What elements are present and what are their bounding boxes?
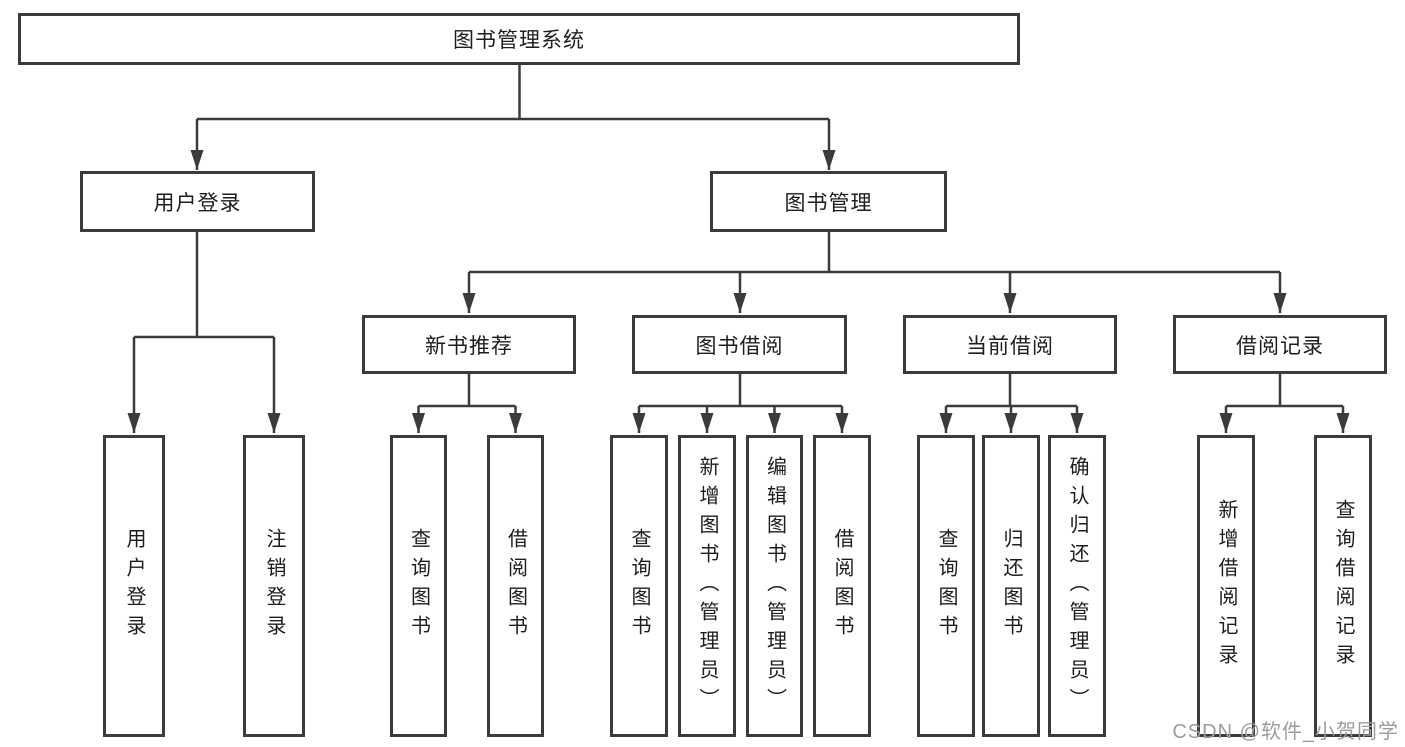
leaf-logout-label: 注销登录	[263, 528, 285, 644]
leaf-borrow-books: 借阅图书	[813, 435, 871, 737]
leaf-query-books-borrow: 查询图书	[610, 435, 668, 737]
leaf-edit-book-admin: 编辑图书（管理员）	[746, 435, 803, 737]
leaf-edit-book-admin-label: 编辑图书（管理员）	[763, 455, 786, 717]
leaf-confirm-return-admin: 确认归还（管理员）	[1048, 435, 1106, 737]
node-new-book-recommendation: 新书推荐	[362, 315, 576, 374]
leaf-query-books-borrow-label: 查询图书	[628, 528, 650, 644]
leaf-add-borrow-record: 新增借阅记录	[1197, 435, 1255, 737]
leaf-query-books-recommend: 查询图书	[390, 435, 447, 737]
leaf-query-books-current: 查询图书	[917, 435, 975, 737]
node-borrowing-records: 借阅记录	[1173, 315, 1387, 374]
leaf-query-borrow-record: 查询借阅记录	[1314, 435, 1372, 737]
leaf-logout: 注销登录	[243, 435, 305, 737]
leaf-add-borrow-record-label: 新增借阅记录	[1215, 499, 1237, 673]
leaf-borrow-books-recommend: 借阅图书	[487, 435, 544, 737]
node-book-management: 图书管理	[710, 171, 947, 232]
node-current-borrowing: 当前借阅	[903, 315, 1117, 374]
csdn-watermark: CSDN @软件_小贺同学	[1172, 721, 1399, 743]
leaf-add-book-admin: 新增图书（管理员）	[678, 435, 736, 737]
leaf-query-books-recommend-label: 查询图书	[407, 528, 430, 644]
leaf-query-books-current-label: 查询图书	[935, 528, 957, 644]
leaf-user-login: 用户登录	[103, 435, 165, 737]
leaf-query-borrow-record-label: 查询借阅记录	[1332, 499, 1354, 673]
leaf-user-login-label: 用户登录	[123, 528, 145, 644]
leaf-borrow-books-recommend-label: 借阅图书	[504, 528, 527, 644]
leaf-borrow-books-label: 借阅图书	[831, 528, 853, 644]
node-user-login: 用户登录	[80, 171, 315, 232]
leaf-confirm-return-admin-label: 确认归还（管理员）	[1066, 455, 1088, 717]
leaf-return-book: 归还图书	[982, 435, 1040, 737]
leaf-add-book-admin-label: 新增图书（管理员）	[696, 455, 718, 717]
node-book-borrowing: 图书借阅	[632, 315, 847, 374]
leaf-return-book-label: 归还图书	[1000, 528, 1022, 644]
node-library-management-system: 图书管理系统	[18, 13, 1020, 65]
